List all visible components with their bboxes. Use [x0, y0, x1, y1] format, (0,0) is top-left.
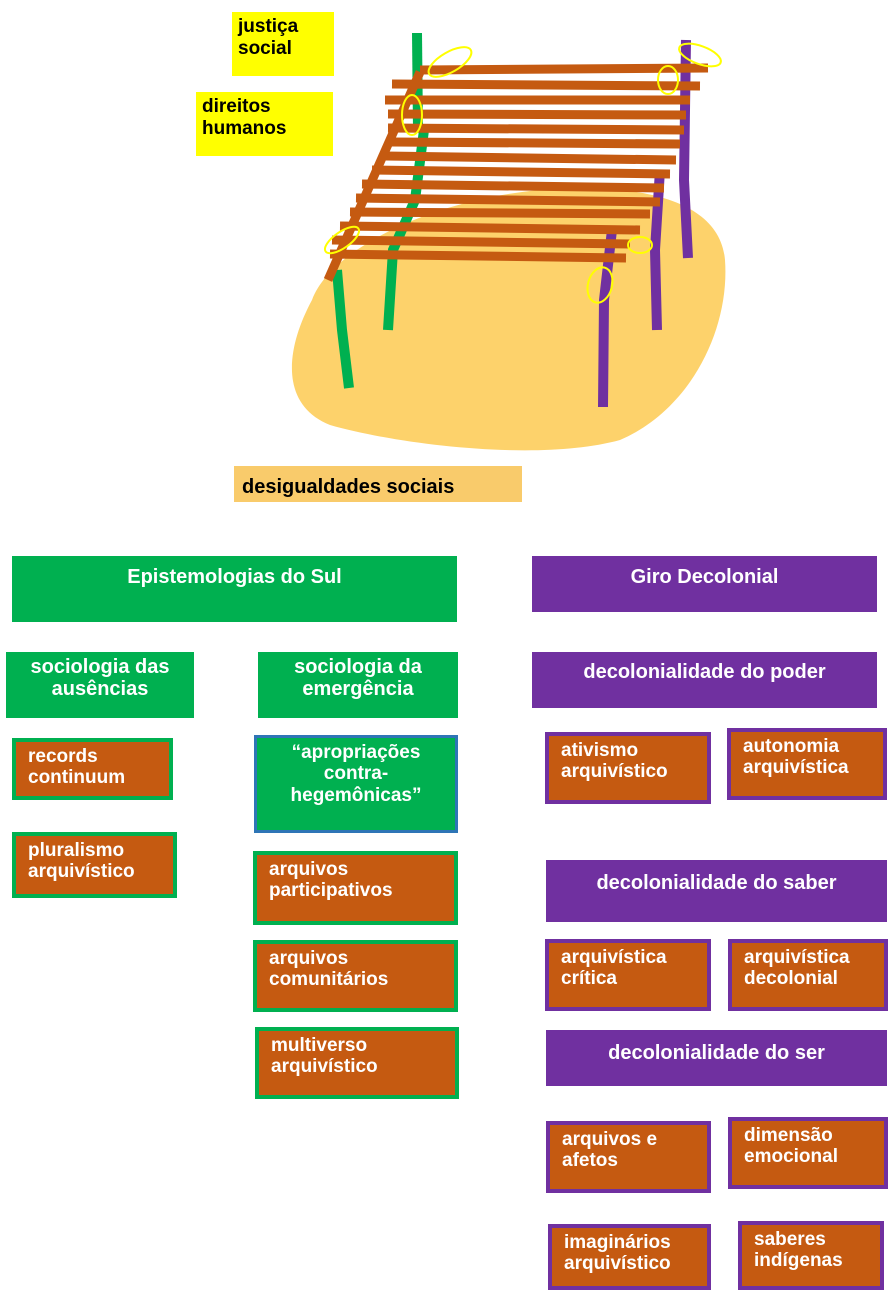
bindings: [323, 42, 722, 304]
item-pluralismo-arquivistico: pluralismo arquivístico: [12, 832, 177, 898]
bench-slats: [323, 63, 709, 282]
item-saberes-indigenas: saberes indígenas: [738, 1221, 884, 1290]
item-autonomia-arquivistica: autonomia arquivística: [727, 728, 887, 800]
bench-slat: [387, 109, 687, 120]
item-arquivos-comunitarios: arquivos comunitários: [253, 940, 458, 1012]
giro-decolonial-title: Giro Decolonial: [532, 556, 877, 612]
bench-slat: [384, 151, 677, 165]
bench-slat: [419, 63, 709, 75]
sociologia-ausencias: sociologia das ausências: [6, 652, 194, 718]
label-desigualdades-sociais: desigualdades sociais: [234, 466, 522, 502]
bench-slat: [361, 179, 665, 193]
item-arquivistica-decolonial: arquivística decolonial: [728, 939, 888, 1011]
item-records-continuum: records continuum: [12, 738, 173, 800]
bench-slat: [349, 207, 651, 219]
bench-slat: [391, 79, 701, 91]
item-ativismo-arquivistico: ativismo arquivístico: [545, 732, 711, 804]
epistemologias-title: Epistemologias do Sul: [12, 556, 457, 622]
bench-slat: [391, 137, 681, 149]
bench-slat: [339, 221, 641, 235]
label-direitos-humanos: direitos humanos: [196, 92, 333, 156]
item-arquivos-e-afetos: arquivos e afetos: [546, 1121, 711, 1193]
item-apropriacoes-contra-hegemonicas: “apropriações contra- hegemônicas”: [254, 735, 458, 833]
bench-slat: [331, 235, 631, 249]
bench-slat: [329, 249, 627, 263]
decolonialidade-ser: decolonialidade do ser: [546, 1030, 887, 1086]
item-arquivos-participativos: arquivos participativos: [253, 851, 458, 925]
label-justica-social: justiça social: [232, 12, 334, 76]
bench-illustration: [291, 32, 726, 451]
decolonialidade-saber: decolonialidade do saber: [546, 860, 887, 922]
item-imaginarios-arquivistico: imaginários arquivístico: [548, 1224, 711, 1290]
bench-slat: [371, 165, 671, 179]
item-dimensao-emocional: dimensão emocional: [728, 1117, 888, 1189]
item-multiverso-arquivistico: multiverso arquivístico: [255, 1027, 459, 1099]
sociologia-emergencia: sociologia da emergência: [258, 652, 458, 718]
bench-slat: [355, 193, 661, 207]
bench-slat: [323, 70, 425, 282]
item-arquivistica-critica: arquivística crítica: [545, 939, 711, 1011]
bench-slat: [387, 123, 685, 135]
decolonialidade-poder: decolonialidade do poder: [532, 652, 877, 708]
